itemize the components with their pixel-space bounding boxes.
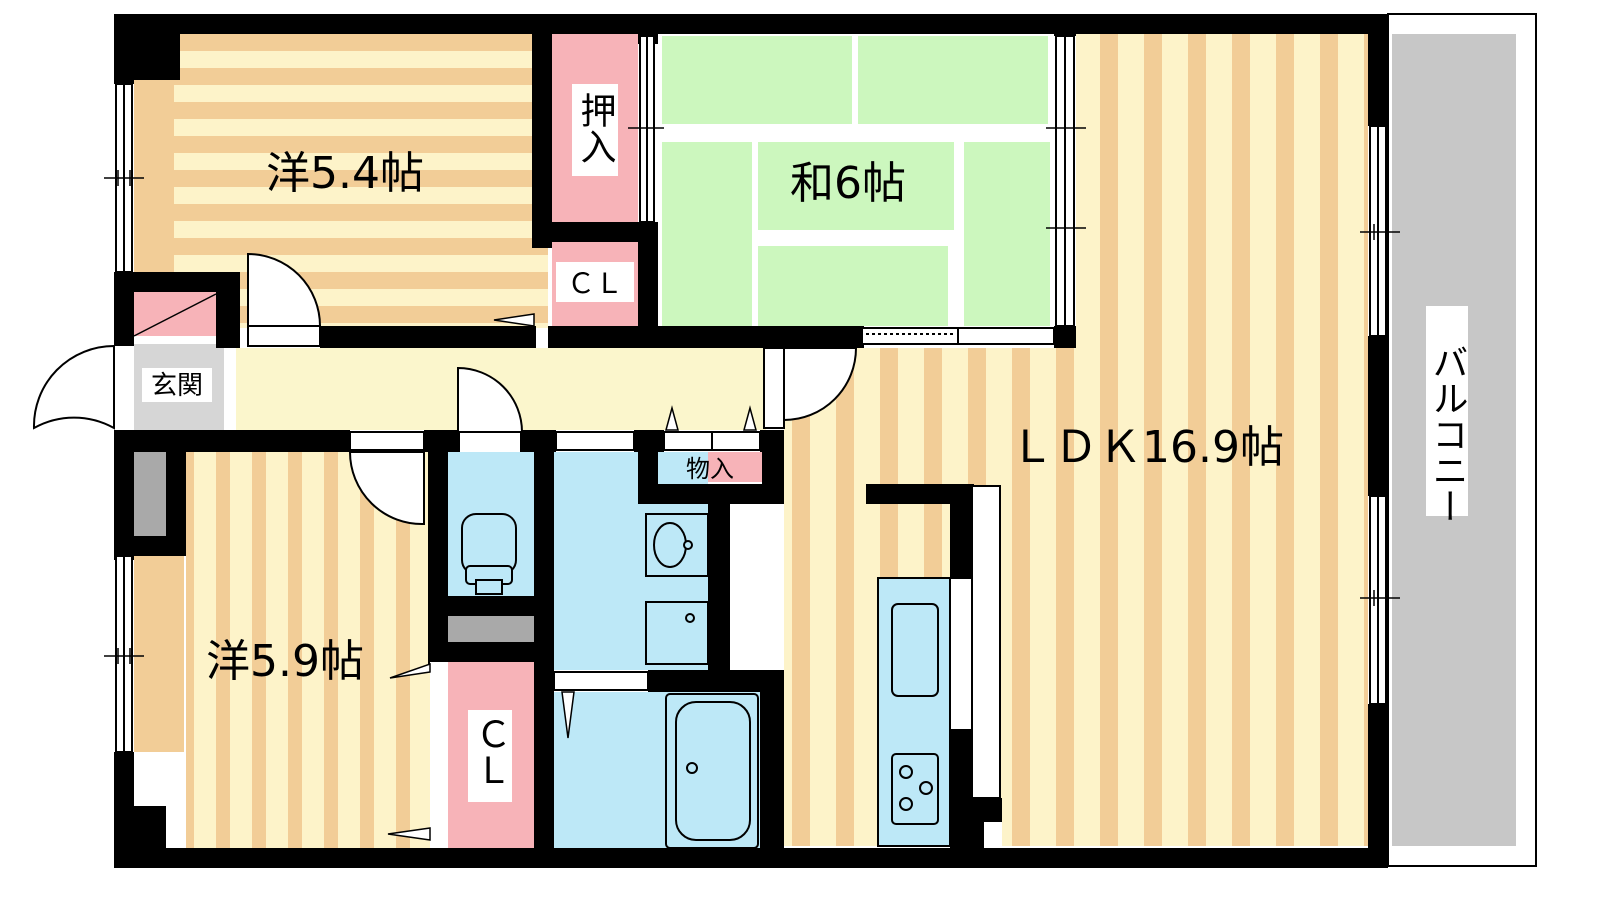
entrance-label: 玄関: [151, 371, 203, 401]
room-label-western2: 洋5.9帖: [206, 636, 364, 687]
room-label-western1: 洋5.4帖: [266, 148, 424, 199]
walls: [114, 14, 1388, 868]
room-label-balcony: バルコニー: [1427, 344, 1468, 524]
balcony-label-box: バルコニー: [1426, 306, 1468, 524]
room-label-ldk: ＬＤＫ16.9帖: [1010, 422, 1284, 473]
kitchen-sink: [891, 603, 939, 697]
floor-ldk: [1076, 34, 1368, 846]
washbasin: [645, 513, 709, 665]
doors: [32, 252, 858, 691]
bathtub: [665, 693, 759, 849]
storage-label-oshiire: 押入: [575, 92, 616, 164]
monoire-label-box: 物入: [686, 455, 734, 483]
closet-bottom-label-box: ＣＬ: [468, 710, 512, 802]
tatami-mats: [662, 36, 1050, 326]
room-label-japanese: 和6帖: [790, 158, 906, 209]
oshiire-label-box: 押入: [572, 84, 618, 176]
entrance-label-box: 玄関: [142, 368, 212, 402]
storage-label-closet-bottom: ＣＬ: [470, 716, 511, 788]
toilet-fixture: [461, 513, 517, 595]
floor-western2: [186, 452, 430, 848]
windows: [115, 35, 1387, 753]
closet-top-label-box: ＣＬ: [556, 262, 634, 302]
stove-icon: [891, 753, 939, 825]
storage-label-monoire: 物入: [686, 455, 734, 483]
storage-label-closet-top: ＣＬ: [567, 267, 623, 300]
